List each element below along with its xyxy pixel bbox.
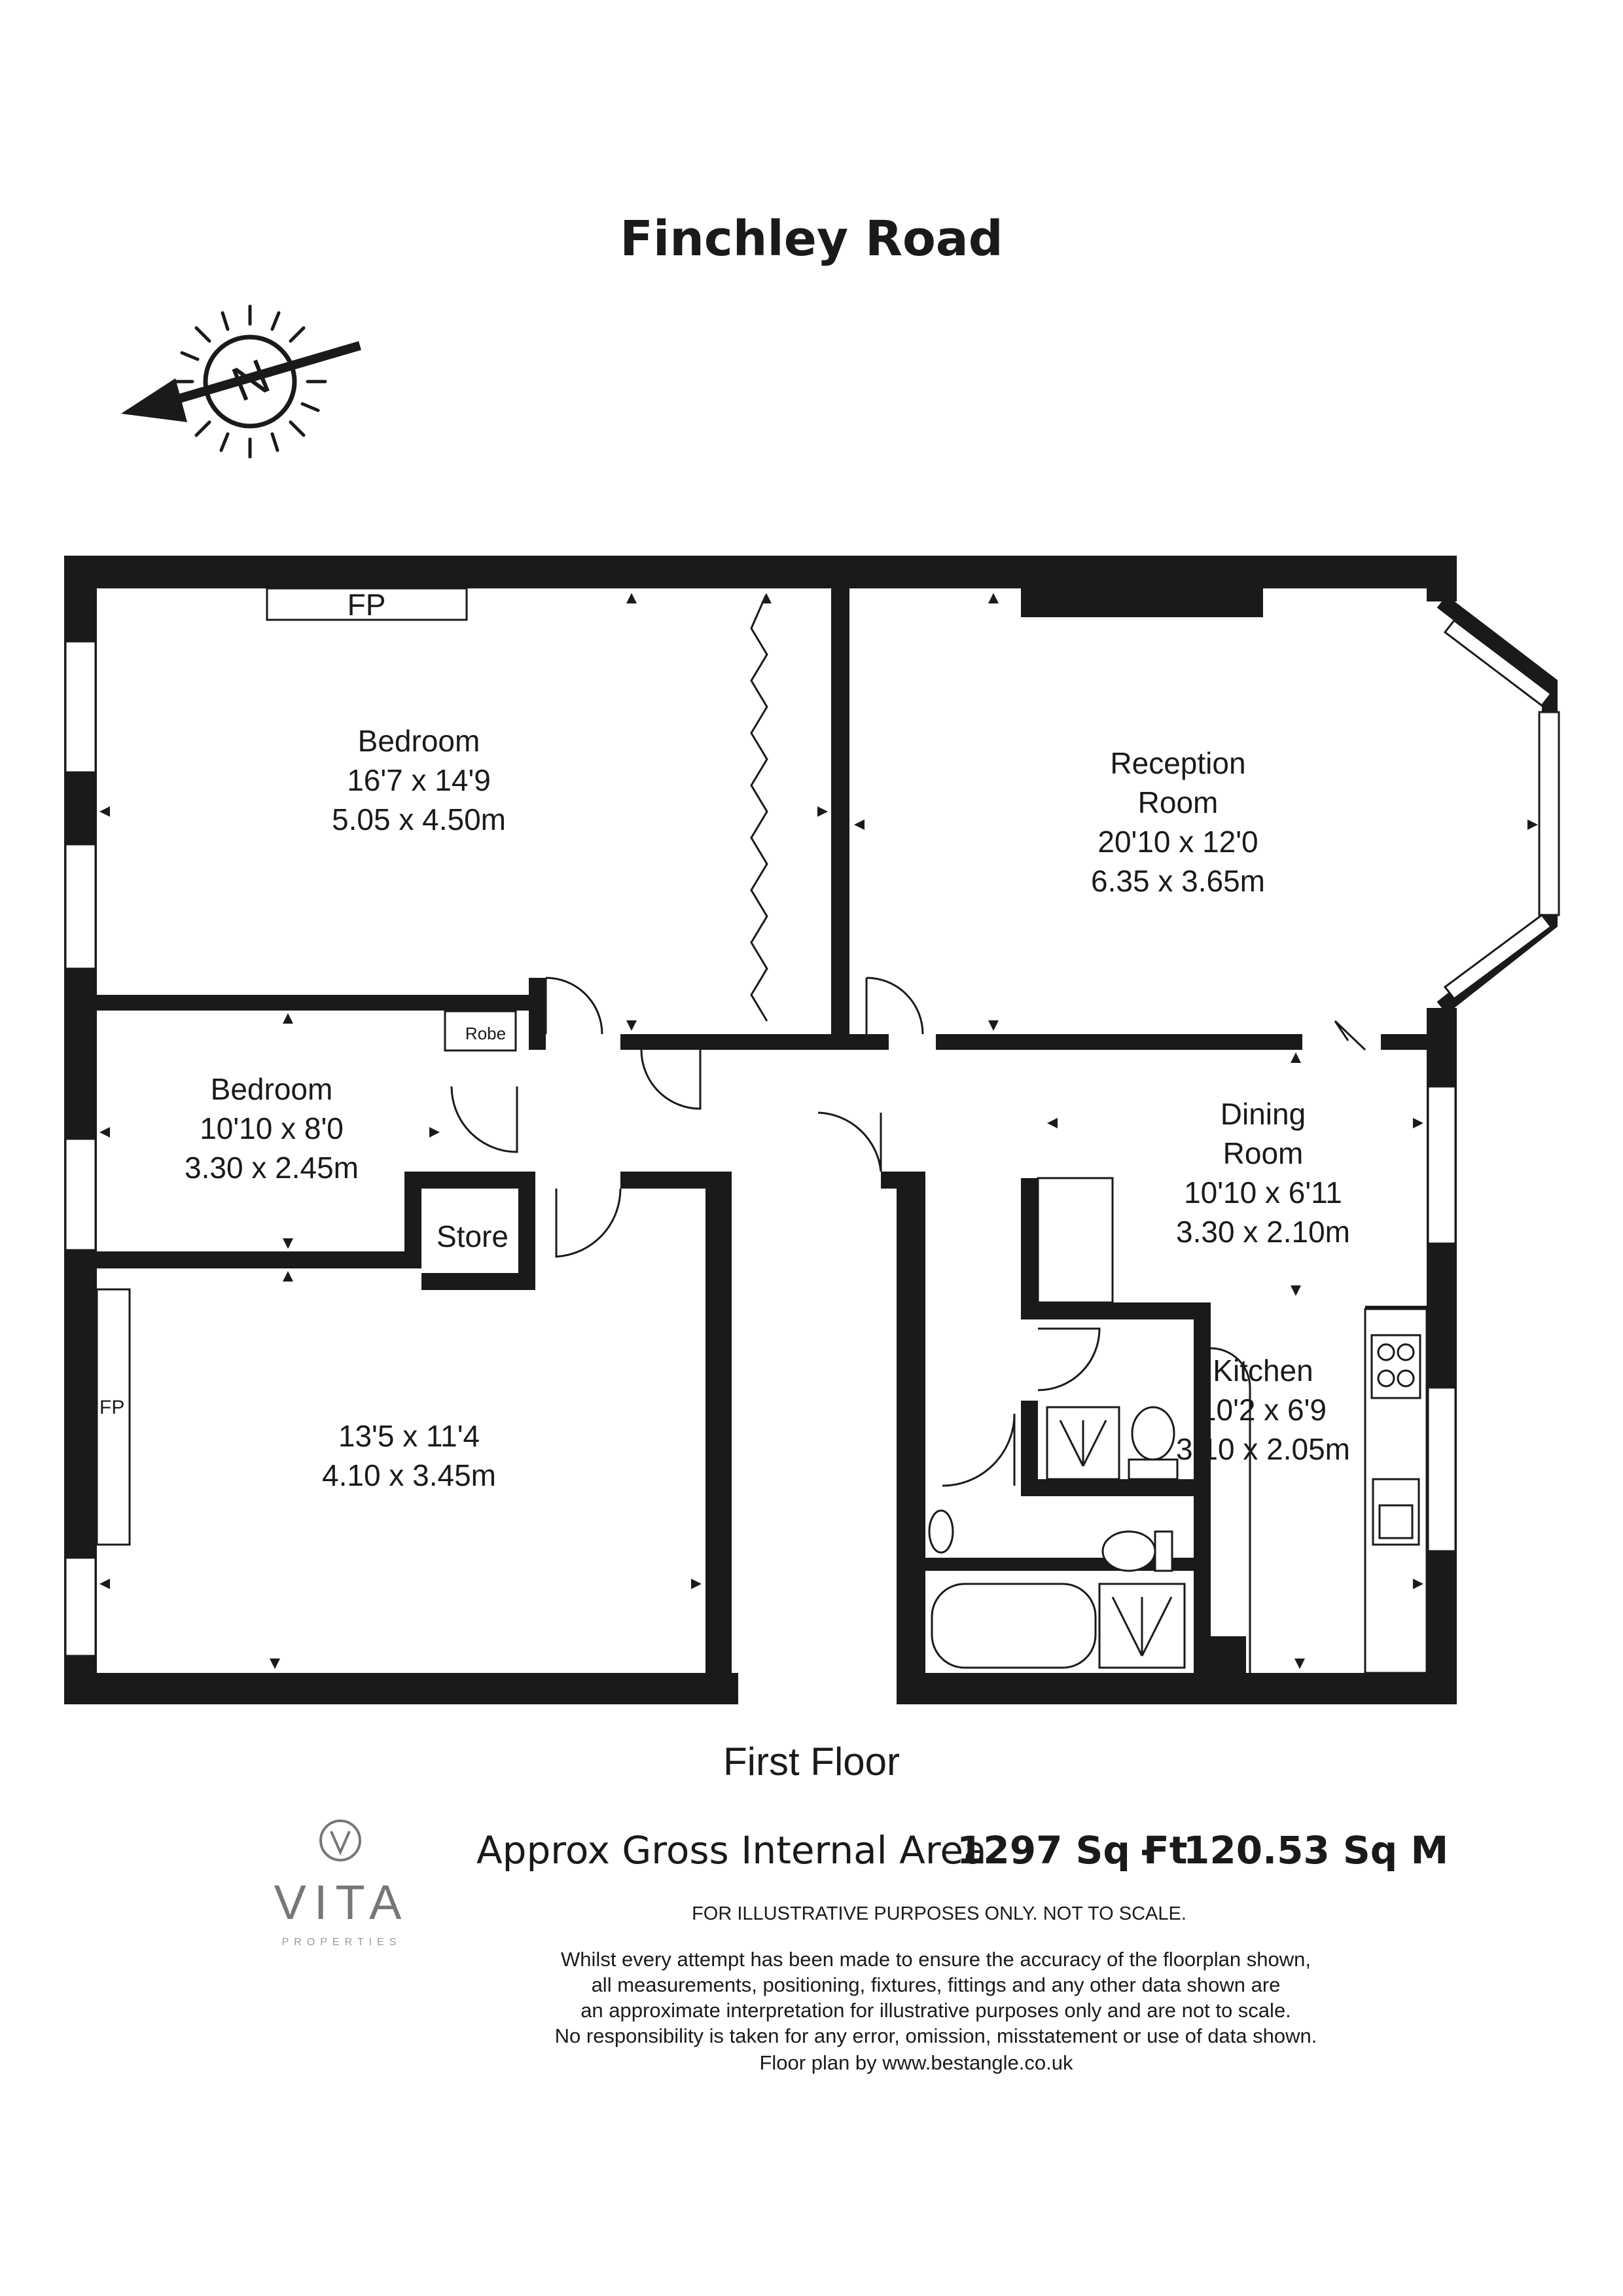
room-bedroom-small: Bedroom 10'10 x 8'0 3.30 x 2.45m <box>185 1072 359 1185</box>
store-label: Store <box>437 1219 508 1253</box>
fireplace-label-lower: FP <box>99 1397 124 1418</box>
room-metric: 3.10 x 2.05m <box>1176 1432 1350 1466</box>
room-name: Bedroom <box>211 1072 333 1106</box>
room-metric: 6.35 x 3.65m <box>1091 864 1265 898</box>
room-imperial: 10'10 x 6'11 <box>1184 1175 1342 1210</box>
room-name: Kitchen <box>1213 1354 1313 1388</box>
room-name-line1: Reception <box>1110 746 1245 780</box>
area-label: Approx Gross Internal Area <box>476 1828 987 1873</box>
fixtures <box>928 1177 1428 1674</box>
room-imperial: 20'10 x 12'0 <box>1097 825 1258 859</box>
wardrobe-folding-doors <box>750 595 768 1022</box>
room-lower: 13'5 x 11'4 4.10 x 3.45m <box>322 1419 496 1492</box>
windows <box>64 619 1560 1657</box>
room-dining: Dining Room 10'10 x 6'11 3.30 x 2.10m <box>1176 1097 1350 1249</box>
room-bedroom-main: Bedroom 16'7 x 14'9 5.05 x 4.50m <box>332 724 506 836</box>
room-metric: 3.30 x 2.45m <box>185 1151 359 1185</box>
room-name: Bedroom <box>358 724 480 758</box>
area-sqft: 1297 Sq Ft <box>957 1828 1187 1873</box>
brand-logo: VITA PROPERTIES <box>274 1820 410 1948</box>
room-name-line2: Room <box>1138 785 1219 819</box>
room-name-line2: Room <box>1223 1136 1304 1170</box>
brand-name: VITA <box>274 1875 410 1929</box>
room-name-line1: Dining <box>1221 1097 1306 1131</box>
fireplace-lower-room <box>96 1288 131 1546</box>
north-compass-icon: N <box>121 304 361 459</box>
exterior-walls <box>64 556 1558 1704</box>
area-separator: - <box>1140 1828 1156 1873</box>
measurement-markers <box>99 593 1538 1669</box>
vita-v-logo-icon <box>319 1820 361 1861</box>
note-line: all measurements, positioning, fixtures,… <box>592 1973 1281 1996</box>
note-line: an approximate interpretation for illust… <box>580 1999 1291 2022</box>
room-kitchen: Kitchen 10'2 x 6'9 3.10 x 2.05m <box>1176 1354 1350 1466</box>
fireplace-label-main: FP <box>348 588 386 622</box>
area-line: Approx Gross Internal Area 1297 Sq Ft - … <box>476 1828 1448 1873</box>
robe-label: Robe <box>465 1024 506 1043</box>
note-line: Floor plan by www.bestangle.co.uk <box>759 2051 1073 2074</box>
chimney-breast-reception <box>1021 588 1263 617</box>
doors <box>450 977 1366 1673</box>
robe-cupboard <box>444 1010 517 1052</box>
area-sqm: 120.53 Sq M <box>1183 1828 1448 1873</box>
fireplace-main-bedroom <box>266 587 468 621</box>
room-reception: Reception Room 20'10 x 12'0 6.35 x 3.65m <box>1091 746 1265 898</box>
floor-label: First Floor <box>723 1740 900 1784</box>
room-metric: 5.05 x 4.50m <box>332 802 506 836</box>
room-imperial: 10'10 x 8'0 <box>200 1111 344 1145</box>
disclaimer: FOR ILLUSTRATIVE PURPOSES ONLY. NOT TO S… <box>692 1903 1186 1924</box>
room-metric: 4.10 x 3.45m <box>322 1458 496 1492</box>
page-title: Finchley Road <box>620 211 1003 267</box>
note-line: Whilst every attempt has been made to en… <box>561 1948 1311 1971</box>
note-line: No responsibility is taken for any error… <box>555 2024 1317 2047</box>
room-imperial: 16'7 x 14'9 <box>347 763 491 797</box>
notes-block: Whilst every attempt has been made to en… <box>555 1948 1317 2074</box>
brand-sub: PROPERTIES <box>282 1937 402 1948</box>
room-imperial: 13'5 x 11'4 <box>338 1419 480 1453</box>
room-metric: 3.30 x 2.10m <box>1176 1215 1350 1249</box>
room-imperial: 10'2 x 6'9 <box>1200 1393 1327 1427</box>
interior-walls <box>97 588 1440 1695</box>
